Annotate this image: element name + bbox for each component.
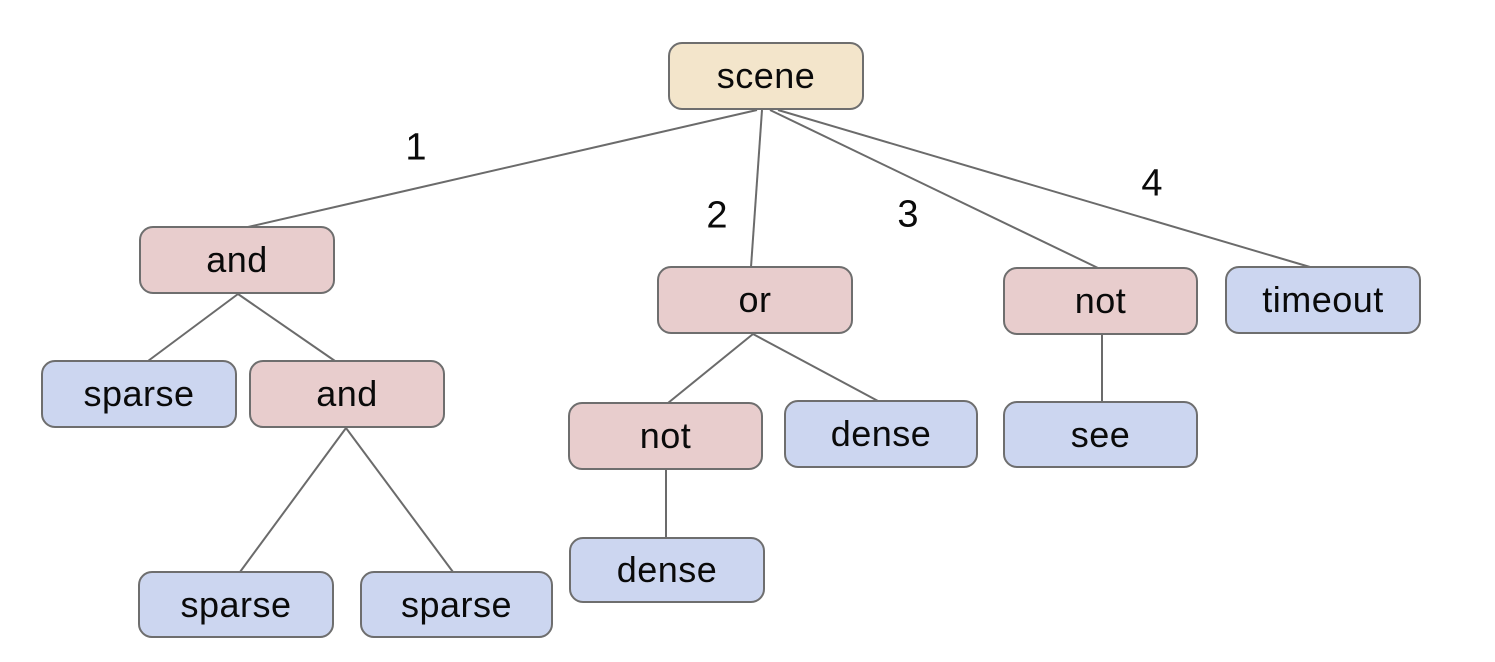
tree-edge-and-1-sparse-1 [147, 293, 239, 362]
node-label: see [1070, 413, 1131, 455]
tree-edge-scene-and-1 [247, 109, 758, 228]
node-sparse-3: sparse [360, 571, 553, 638]
tree-edge-and-2-sparse-2 [239, 427, 347, 573]
tree-edge-scene-timeout-1 [777, 109, 1311, 268]
node-label: sparse [180, 583, 292, 625]
tree-edge-or-1-dense-1 [752, 333, 879, 402]
node-label: and [206, 239, 268, 280]
node-and-1: and [139, 226, 335, 294]
node-label: dense [830, 413, 932, 454]
node-label: sparse [400, 583, 513, 625]
node-label: sparse [83, 373, 195, 414]
node-label: not [1074, 280, 1127, 321]
edge-label-4: 4 [1141, 162, 1163, 205]
node-not-2: not [568, 402, 763, 470]
node-sparse-1: sparse [41, 360, 237, 428]
node-or-1: or [657, 266, 853, 334]
node-label: and [316, 373, 378, 414]
node-see-1: see [1003, 401, 1198, 468]
node-label: dense [616, 549, 718, 590]
edge-label-1: 1 [405, 126, 427, 169]
tree-edge-scene-or-1 [750, 109, 763, 268]
edge-label-3: 3 [897, 193, 919, 236]
node-timeout-1: timeout [1225, 266, 1421, 334]
node-not-1: not [1003, 267, 1198, 335]
node-scene: scene [668, 42, 864, 110]
node-label: timeout [1262, 279, 1384, 320]
node-dense-1: dense [784, 400, 978, 468]
tree-edge-and-2-sparse-3 [345, 427, 454, 573]
tree-edge-or-1-not-2 [667, 333, 754, 404]
node-label: or [738, 279, 772, 320]
node-label: not [639, 415, 692, 456]
tree-edge-and-1-and-2 [237, 293, 336, 362]
tree-edge-scene-not-1 [769, 109, 1099, 269]
node-sparse-2: sparse [138, 571, 334, 638]
node-label: scene [716, 55, 816, 96]
node-and-2: and [249, 360, 445, 428]
edge-label-2: 2 [706, 194, 728, 237]
node-dense-2: dense [569, 537, 765, 603]
